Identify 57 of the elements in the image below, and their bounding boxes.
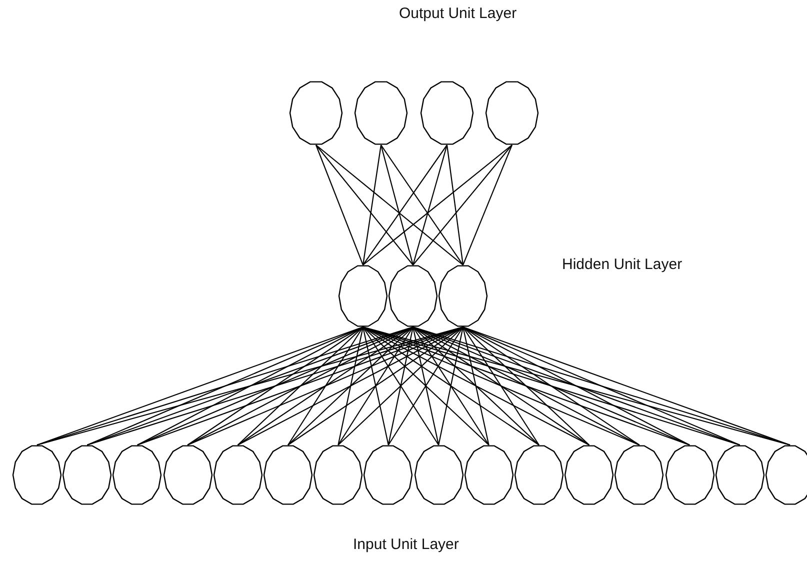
connection-line [316,144,464,266]
connection-line [462,326,540,446]
neuron-node [464,444,514,506]
neuron-node [363,444,414,506]
layer-label: Input Unit Layer [353,536,459,553]
neuron-node [514,444,564,506]
connection-line [362,326,389,446]
connection-line [315,144,364,266]
neuron-node [714,444,765,506]
connection-line [462,326,490,446]
connection-line [362,326,640,446]
connection-line [388,326,414,446]
connection-line [362,144,512,266]
layer-label: Hidden Unit Layer [562,256,682,273]
neuron-node [485,80,539,146]
connection-line [362,144,448,266]
neuron-node [564,444,614,506]
connection-line [412,326,440,446]
connection-line [338,326,364,446]
connection-line [462,144,512,266]
neuron-node [289,80,343,146]
neuron-node [313,444,364,506]
connection-line [288,326,414,446]
connection-line [446,144,464,266]
connection-line [362,326,440,446]
connection-line [412,326,540,446]
neuron-node [12,444,62,506]
neuron-node [338,264,388,328]
connection-line [237,326,364,446]
connection-line [388,326,464,446]
connection-line [462,326,590,446]
neuron-node [112,444,162,506]
connection-line [380,144,464,266]
neuron-node [263,444,313,506]
neuron-node [388,264,438,328]
neuron-node [354,80,408,146]
neuron-node [664,444,715,506]
connection-line [288,326,364,446]
neuron-node [614,444,664,506]
connection-line [412,144,512,266]
connection-line [412,144,448,266]
neuron-node [765,444,807,506]
connection-line [362,144,382,266]
neuron-node [162,444,213,506]
connection-line [362,326,490,446]
connection-line [316,144,414,266]
neuron-node [420,80,474,146]
connection-line [380,144,414,266]
connection-line [338,326,414,446]
neuron-node [212,444,263,506]
connection-line [412,326,490,446]
connection-line [438,326,464,446]
connection-line [338,326,464,446]
neuron-node [62,444,112,506]
neuron-node [414,444,464,506]
layer-label: Output Unit Layer [399,5,517,22]
neuron-node [438,264,488,328]
